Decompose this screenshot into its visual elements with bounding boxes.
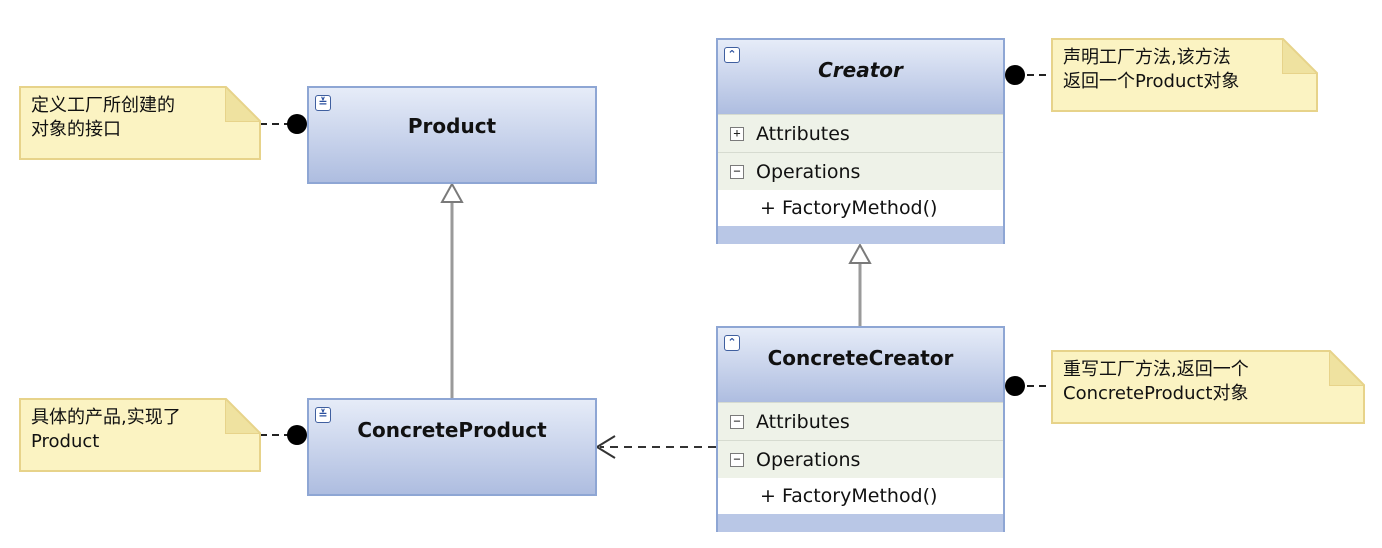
note-concrete-creator[interactable]: 重写工厂方法,返回一个 ConcreteProduct对象 bbox=[1051, 350, 1365, 424]
operation-item[interactable]: + FactoryMethod() bbox=[718, 478, 1003, 514]
class-concrete-creator[interactable]: ⌃ ConcreteCreator − Attributes − Operati… bbox=[716, 326, 1005, 532]
note-line: 对象的接口 bbox=[31, 119, 121, 140]
class-product[interactable]: ≚ Product bbox=[307, 86, 597, 184]
note-line: 返回一个Product对象 bbox=[1063, 71, 1240, 92]
note-line: 声明工厂方法,该方法 bbox=[1063, 47, 1231, 68]
class-name: Product bbox=[407, 114, 497, 138]
operations-label: Operations bbox=[756, 448, 861, 471]
class-concreteproduct-header[interactable]: ≚ ConcreteProduct bbox=[309, 400, 595, 494]
operations-label: Operations bbox=[756, 160, 861, 183]
class-creator-header[interactable]: ⌃ Creator bbox=[718, 40, 1003, 114]
operation-item[interactable]: + FactoryMethod() bbox=[718, 190, 1003, 226]
expand-icon[interactable]: ≚ bbox=[315, 407, 331, 423]
operation-signature: + FactoryMethod() bbox=[760, 197, 938, 219]
note-concrete-product[interactable]: 具体的产品,实现了 Product bbox=[19, 398, 261, 472]
note-line: 定义工厂所创建的 bbox=[31, 95, 175, 116]
class-footer bbox=[718, 514, 1003, 532]
note-line: ConcreteProduct对象 bbox=[1063, 383, 1249, 404]
collapse-icon[interactable]: ⌃ bbox=[724, 335, 740, 351]
class-product-header[interactable]: ≚ Product bbox=[309, 88, 595, 182]
expand-plus-icon[interactable]: + bbox=[730, 126, 744, 141]
note-anchor-creator bbox=[1005, 65, 1025, 85]
expand-icon[interactable]: ≚ bbox=[315, 95, 331, 111]
class-name: ConcreteCreator bbox=[767, 346, 954, 370]
note-line: 重写工厂方法,返回一个 bbox=[1063, 359, 1249, 380]
note-anchor-product bbox=[287, 114, 307, 134]
attributes-section[interactable]: − Attributes bbox=[718, 402, 1003, 440]
dependency-arrowhead bbox=[595, 435, 616, 459]
collapse-minus-icon[interactable]: − bbox=[730, 164, 744, 179]
note-fold-icon bbox=[1282, 38, 1318, 74]
class-name: ConcreteProduct bbox=[357, 418, 547, 442]
attributes-section[interactable]: + Attributes bbox=[718, 114, 1003, 152]
generalization-arrowhead-creator bbox=[848, 242, 872, 264]
note-fold-icon bbox=[225, 86, 261, 122]
note-fold-icon bbox=[225, 398, 261, 434]
class-creator[interactable]: ⌃ Creator + Attributes − Operations + Fa… bbox=[716, 38, 1005, 244]
note-fold-icon bbox=[1329, 350, 1365, 386]
operations-section[interactable]: − Operations bbox=[718, 440, 1003, 478]
operations-section[interactable]: − Operations bbox=[718, 152, 1003, 190]
generalization-arrowhead-product bbox=[440, 181, 464, 203]
collapse-minus-icon[interactable]: − bbox=[730, 452, 744, 467]
class-concrete-product[interactable]: ≚ ConcreteProduct bbox=[307, 398, 597, 496]
note-product[interactable]: 定义工厂所创建的 对象的接口 bbox=[19, 86, 261, 160]
note-line: Product bbox=[31, 431, 100, 452]
note-creator[interactable]: 声明工厂方法,该方法 返回一个Product对象 bbox=[1051, 38, 1318, 112]
collapse-icon[interactable]: ⌃ bbox=[724, 47, 740, 63]
note-anchor-concretecreator bbox=[1005, 376, 1025, 396]
class-name: Creator bbox=[818, 58, 903, 82]
collapse-minus-icon[interactable]: − bbox=[730, 414, 744, 429]
attributes-label: Attributes bbox=[756, 122, 850, 145]
attributes-label: Attributes bbox=[756, 410, 850, 433]
class-footer bbox=[718, 226, 1003, 244]
note-anchor-concreteproduct bbox=[287, 425, 307, 445]
operation-signature: + FactoryMethod() bbox=[760, 485, 938, 507]
note-line: 具体的产品,实现了 bbox=[31, 407, 181, 428]
class-concretecreator-header[interactable]: ⌃ ConcreteCreator bbox=[718, 328, 1003, 402]
